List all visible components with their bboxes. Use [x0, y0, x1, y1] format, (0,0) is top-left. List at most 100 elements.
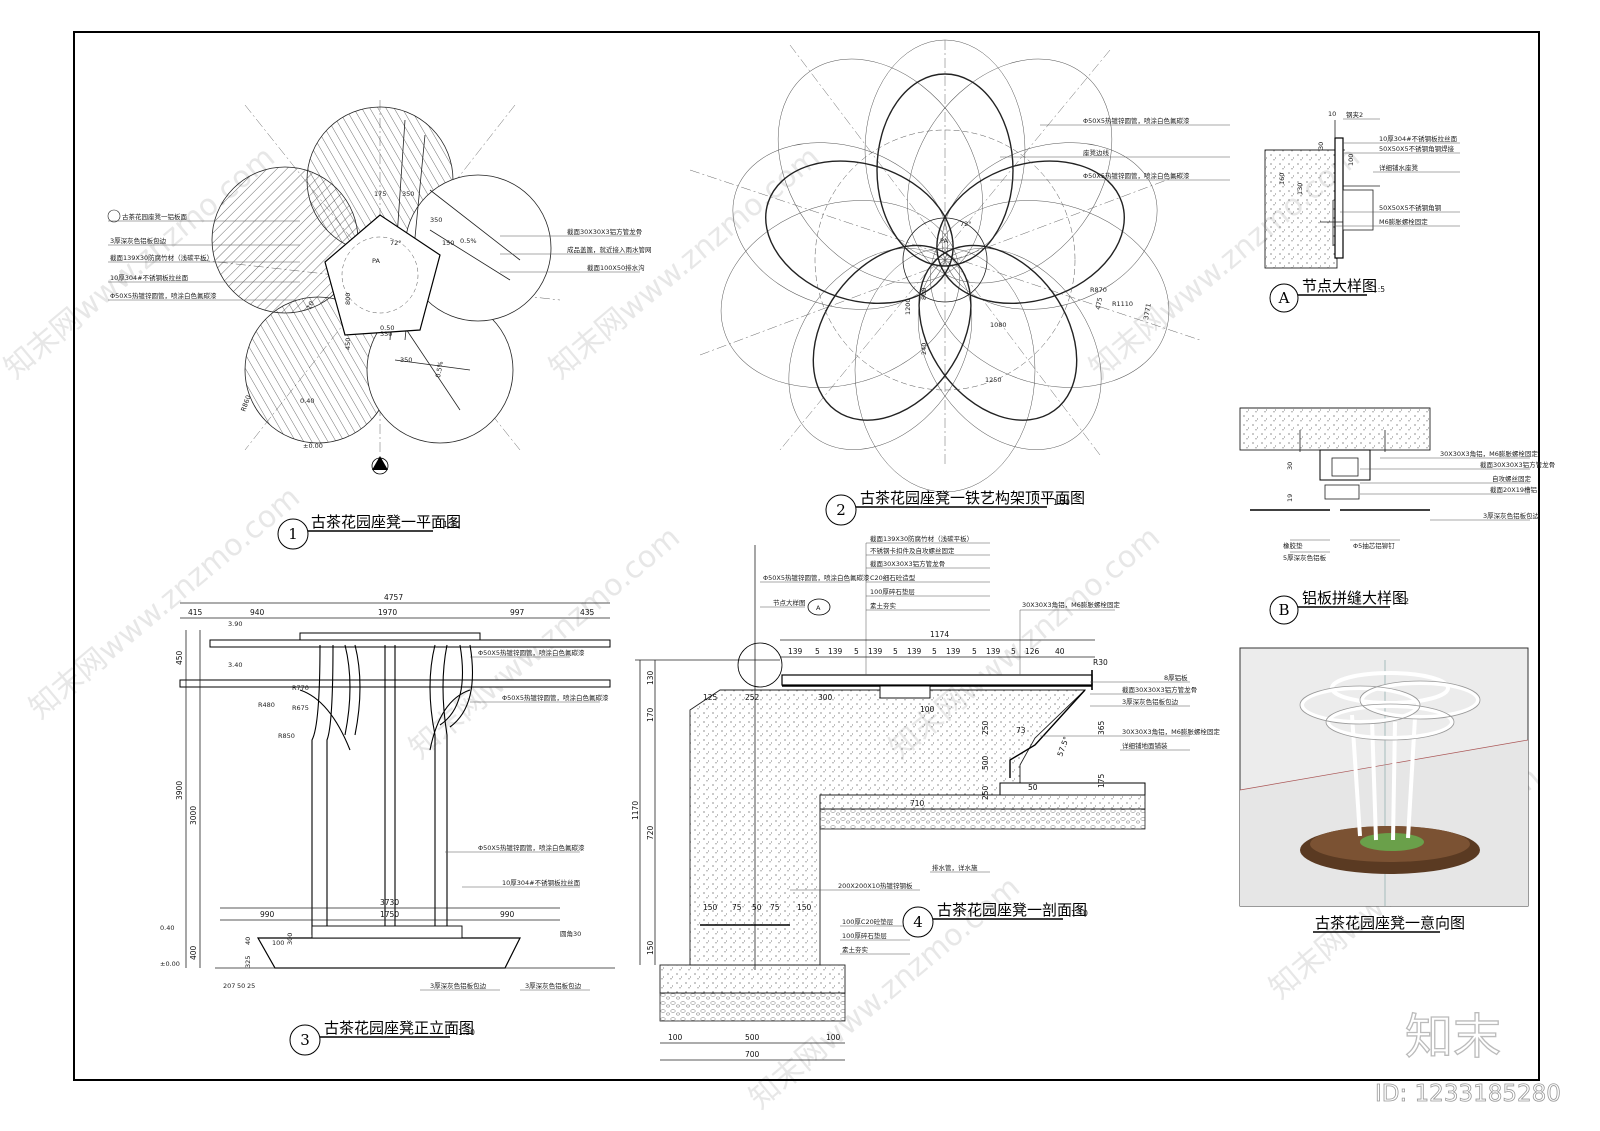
plan1-level: ±0.00	[303, 442, 323, 450]
sec4-leader: 100厚碎石垫层	[870, 587, 915, 596]
slat-dim: 40	[1055, 647, 1065, 656]
drawing-scale: 1:30	[458, 1028, 475, 1037]
title-block-b: B 铝板拼缝大样图 1:2	[1269, 589, 1409, 625]
elev3-dim: 207	[223, 982, 235, 990]
slat-dim: 139	[907, 647, 922, 656]
detailB-leader: 自攻螺丝固定	[1492, 474, 1532, 483]
plan2-dim: 1080	[990, 321, 1007, 329]
plan1-leader: 截面100X50排水沟	[587, 263, 645, 272]
sec4-leader: 截面139X30防腐竹材（浅碳平板）	[870, 534, 973, 543]
sec4-dim: 720	[646, 825, 655, 840]
plan1-angle: 72°	[390, 239, 402, 247]
slat-dim: 5	[815, 647, 820, 656]
plan2-leader: Φ50X5热镀锌圆管，喷涂白色氟碳漆	[1083, 116, 1190, 125]
sec4-leader: 8厚铝板	[1164, 673, 1188, 682]
drawing-number: B	[1278, 601, 1289, 619]
slat-dim: 126	[1025, 647, 1040, 656]
plan1-slope: 0.5%	[460, 237, 477, 245]
sec4-dim: 700	[745, 1050, 760, 1059]
drawing-scale: 1:30	[443, 520, 460, 529]
plan1-leader: 3厚深灰色铝板包边	[110, 236, 167, 245]
drawing-title: 古茶花园座凳一铁艺构架顶平面图	[860, 489, 1085, 507]
plan1-leader: 截面30X30X3铝方管龙骨	[567, 227, 642, 236]
sec4-leader: 素土夯实	[870, 601, 897, 610]
elev3-dim: 997	[510, 608, 525, 617]
sec4-top-leaders: 截面139X30防腐竹材（浅碳平板） 不锈钢卡扣件及自攻螺丝固定 截面30X30…	[865, 534, 990, 675]
detailA-dim: 160	[1278, 173, 1286, 185]
perspective-title: 古茶花园座凳一意向图	[1315, 914, 1465, 932]
elev3-dim: 990	[500, 910, 515, 919]
sec4-leader: 详细铺地面铺装	[1122, 741, 1168, 750]
elev3-dim: 3730	[380, 898, 399, 907]
detailA-leader: 50X50X5不锈钢角钢	[1379, 203, 1442, 212]
sec4-dim: 250	[981, 785, 990, 800]
sec4-dim: 125	[703, 693, 718, 702]
slat-dim: 139	[946, 647, 961, 656]
plan2-dim: 475	[1094, 297, 1104, 311]
sec4-leader: 排水管，详水施	[932, 863, 978, 872]
plan2-leaders: Φ50X5热镀锌圆管，喷涂白色氟碳漆 座凳边线 Φ50X5热镀锌圆管，喷涂白色氟…	[990, 116, 1230, 181]
plan1-leader: Φ50X5热镀锌圆管，喷涂白色氟碳漆	[110, 291, 217, 300]
detailA-dim: 30	[1317, 142, 1325, 150]
elev3-level: 3.40	[228, 661, 242, 669]
plan-1: PA 72° 10 175 350 350 150 800 450 350 35…	[107, 100, 652, 550]
elev3-radius: R770	[292, 684, 309, 692]
drawing-number: 3	[300, 1031, 310, 1049]
plan1-pa: PA	[372, 257, 381, 265]
brand-logo: 知末	[1405, 1009, 1501, 1065]
detailA-dim: 10	[1328, 110, 1336, 118]
plan2-dim: R1110	[1112, 300, 1133, 308]
sec4-dim: 50	[752, 903, 762, 912]
drawing-number: 1	[288, 525, 298, 543]
sec4-bottom-leaders: 排水管，详水施 200X200X10热镀锌钢板 100厚C20砼垫层 100厚碎…	[790, 863, 990, 955]
detailA-dim: 100	[1347, 154, 1355, 166]
plan1-dim: 10	[305, 300, 316, 311]
plan1-leader: 10厚304#不锈钢板拉丝面	[110, 273, 189, 282]
elev3-dim: 990	[260, 910, 275, 919]
sec4-dim: 150	[797, 903, 812, 912]
elev3-leader: Φ50X5热镀锌圆管，喷涂白色氟碳漆	[478, 843, 585, 852]
elev3-dim: 415	[188, 608, 203, 617]
detailB-leaders: 30X30X3角铝，M6膨胀螺栓固定 截面30X30X3铝方管龙骨 自攻螺丝固定…	[1283, 449, 1555, 562]
drawing-scale: 1:5	[1373, 285, 1385, 294]
elev3-dim: 100	[272, 939, 284, 947]
sheet-border	[73, 31, 1540, 1081]
sec4-dim: 75	[770, 903, 780, 912]
plan1-dim: 450	[344, 338, 352, 350]
elev3-level: 0.40	[160, 924, 174, 932]
sec4-dim: 130	[646, 670, 655, 685]
elev3-dim: 3900	[175, 781, 184, 800]
plan2-dim: 1250	[985, 376, 1002, 384]
plan1-leader: 成品盖篦，就近接入雨水管网	[567, 245, 652, 254]
elev3-leader: 3厚深灰色铝板包边	[525, 981, 582, 990]
detailB-dim: 30	[1286, 462, 1294, 470]
detail-a: 钢夹2 10厚304#不锈钢板拉丝面 50X50X5不锈钢角钢焊接 详细铺水座凳…	[1264, 110, 1460, 313]
sec4-dim: 75	[732, 903, 742, 912]
title-block-3: 3 古茶花园座凳正立面图 1:30	[289, 1019, 475, 1056]
slat-dim: 139	[788, 647, 803, 656]
plan1-dim: 800	[344, 293, 352, 305]
detail-b: 30X30X3角铝，M6膨胀螺栓固定 截面30X30X3铝方管龙骨 自攻螺丝固定…	[1239, 407, 1555, 625]
elev3-dim: 50	[237, 982, 245, 990]
drawing-title: 节点大样图	[1302, 277, 1377, 295]
sec4-dim: 300	[818, 693, 833, 702]
elev3-dim: 1970	[378, 608, 397, 617]
elev3-leader: 10厚304#不锈钢板拉丝面	[502, 878, 581, 887]
plan2-leader: 座凳边线	[1083, 148, 1110, 157]
plan1-dim: 350	[430, 216, 442, 224]
sec4-leader: Φ50X5热镀锌圆管，喷涂白色氟碳漆	[763, 573, 870, 582]
sec4-slat-dims: 139 5 139 5 139 5 139 5 139 5 139 5 126 …	[788, 647, 1065, 656]
sec4-dim: 710	[910, 799, 925, 808]
sec4-dim: 73	[1016, 726, 1026, 735]
sec4-leader: 不锈钢卡扣件及自攻螺丝固定	[870, 546, 955, 555]
perspective-render: 古茶花园座凳一意向图	[1239, 647, 1529, 933]
elev3-dim: 40	[244, 937, 252, 945]
elev3-level: ±0.00	[160, 960, 180, 968]
sec4-dim: 250	[981, 720, 990, 735]
detailA-leaders: 钢夹2 10厚304#不锈钢板拉丝面 50X50X5不锈钢角钢焊接 详细铺水座凳…	[1336, 110, 1460, 227]
drawing-title: 古茶花园座凳一平面图	[311, 513, 461, 531]
drawing-scale: 1:2	[1397, 597, 1409, 606]
sec4-leader: 100厚C20砼垫层	[842, 917, 894, 926]
elev3-dim: 940	[250, 608, 265, 617]
section-4: A 截面139X30防腐竹材（浅碳平板） 不锈钢卡扣件及自攻螺丝固定 截面30X…	[631, 534, 1220, 1061]
